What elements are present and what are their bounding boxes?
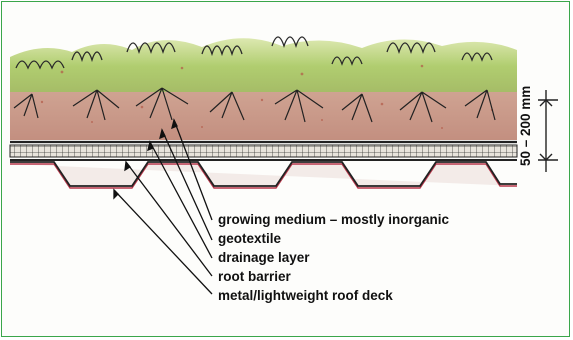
dimension-marker	[538, 90, 558, 172]
label-roof-deck: metal/lightweight roof deck	[218, 288, 393, 303]
drainage-layer	[10, 145, 517, 157]
growing-medium-layer	[10, 92, 517, 140]
label-drainage-layer: drainage layer	[218, 250, 310, 265]
dimension-label: 50 – 200 mm	[518, 86, 533, 166]
vegetation-layer	[10, 38, 517, 94]
metal-roof-deck	[10, 164, 517, 188]
label-growing-medium: growing medium – mostly inorganic	[218, 212, 450, 227]
label-geotextile: geotextile	[218, 231, 282, 246]
label-root-barrier: root barrier	[218, 269, 292, 284]
